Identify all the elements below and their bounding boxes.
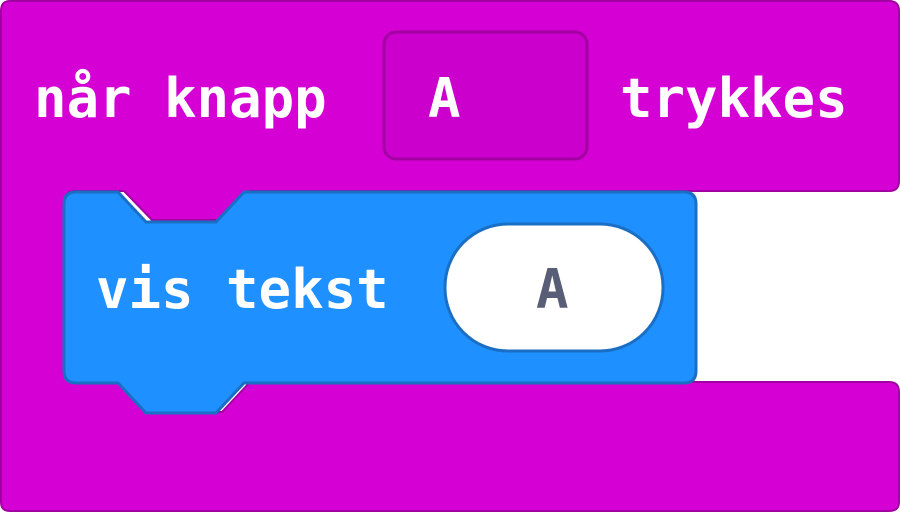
button-dropdown[interactable] [382,30,589,161]
text-input[interactable] [443,222,665,353]
event-block-label-after: trykkes [620,67,848,130]
button-dropdown-value[interactable]: A [428,67,461,130]
text-input-value[interactable]: A [536,258,569,321]
event-block-label-before: når knapp [34,67,327,130]
show-string-label: vis tekst [96,258,389,321]
